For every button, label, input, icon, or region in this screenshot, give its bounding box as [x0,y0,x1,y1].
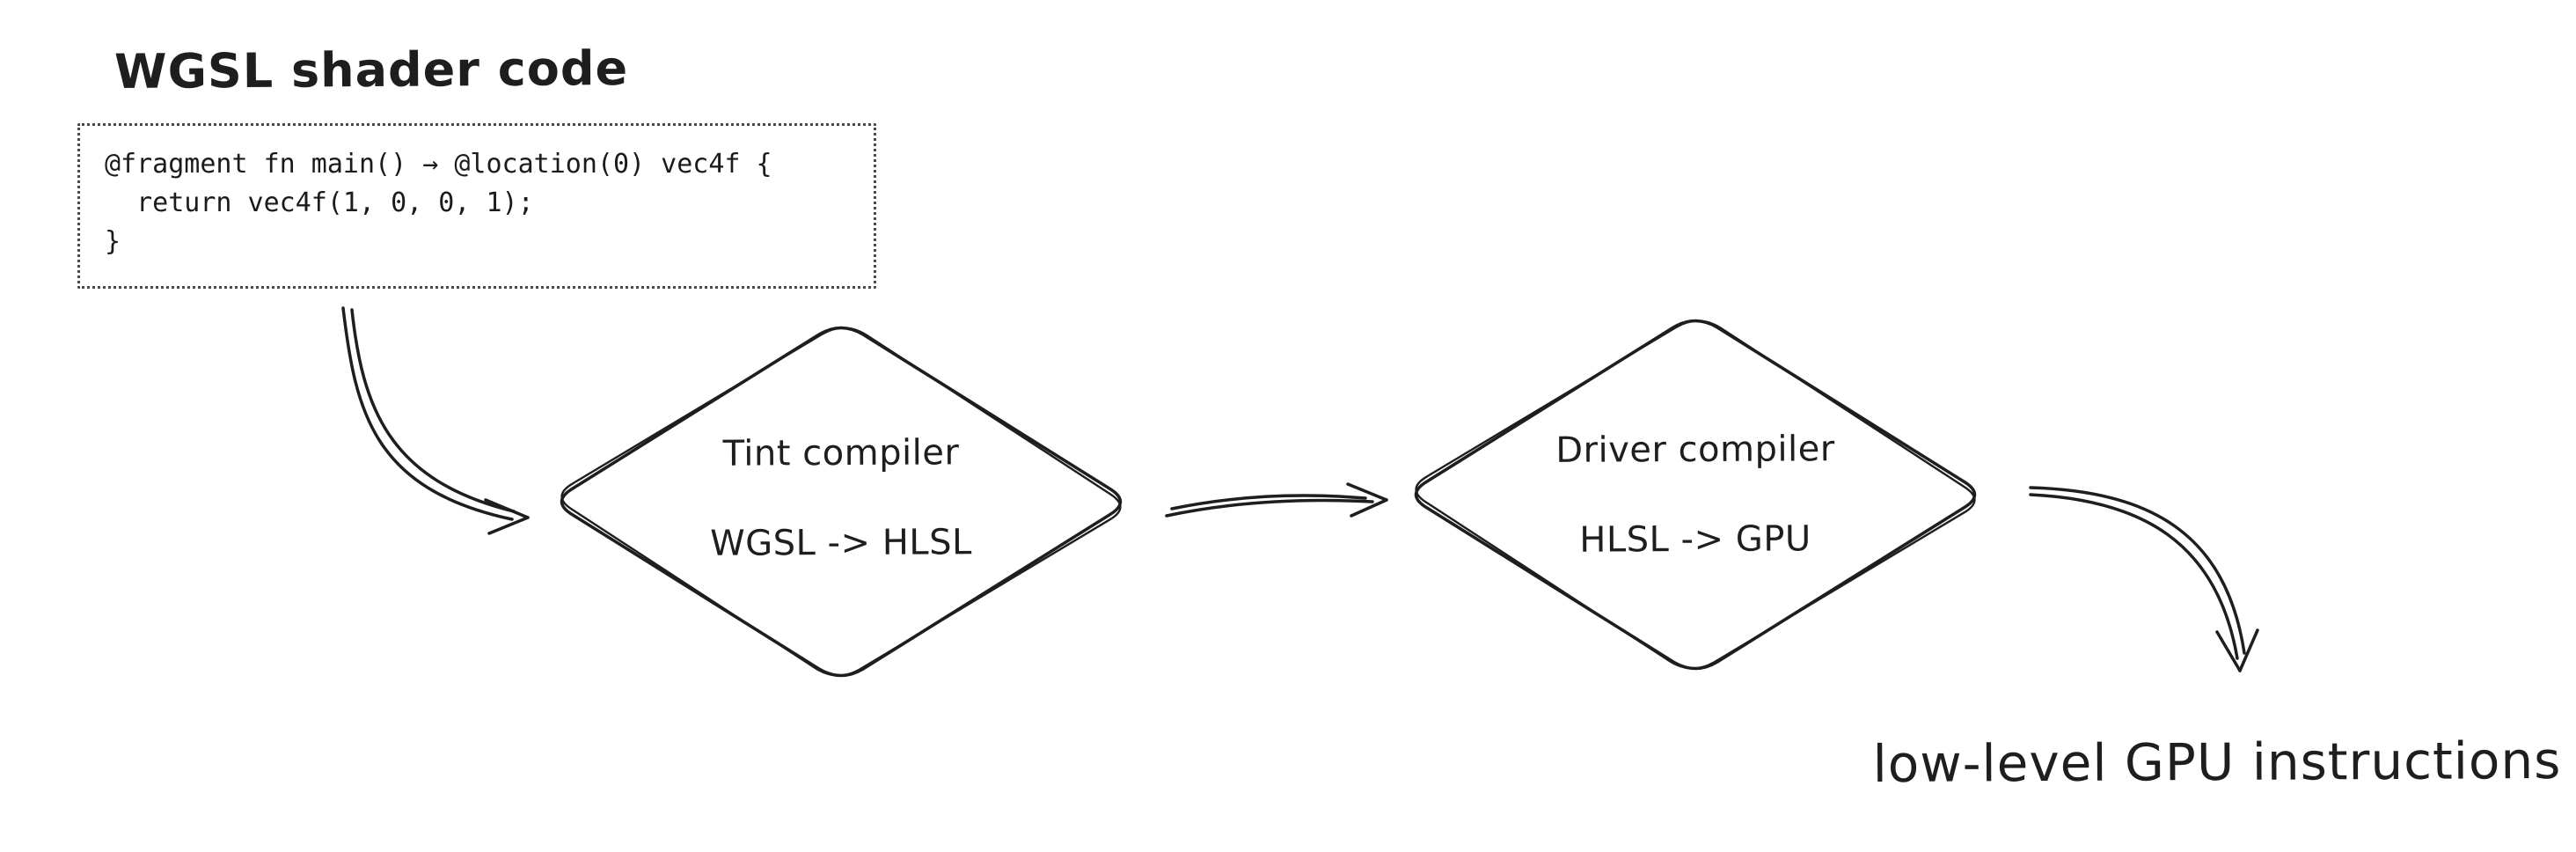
driver-compiler-sublabel: HLSL -> GPU [1579,518,1811,561]
arrow-tint-to-driver [1165,482,1388,518]
diagram-title: WGSL shader code [113,40,629,100]
arrow-code-to-tint [341,306,530,535]
tint-compiler-sublabel: WGSL -> HLSL [710,522,972,564]
arrow-driver-to-output [2029,486,2259,672]
code-line: return vec4f(1, 0, 0, 1); [105,187,534,218]
code-box: @fragment fn main() → @location(0) vec4f… [77,123,876,289]
tint-compiler-label: Tint compiler [722,432,960,474]
driver-compiler-label: Driver compiler [1555,429,1835,471]
tint-compiler-node [560,326,1123,678]
output-label: low-level GPU instructions [1872,730,2562,795]
code-line: } [105,226,121,257]
driver-compiler-node [1414,319,1977,671]
code-line: @fragment fn main() → @location(0) vec4f… [105,149,772,180]
